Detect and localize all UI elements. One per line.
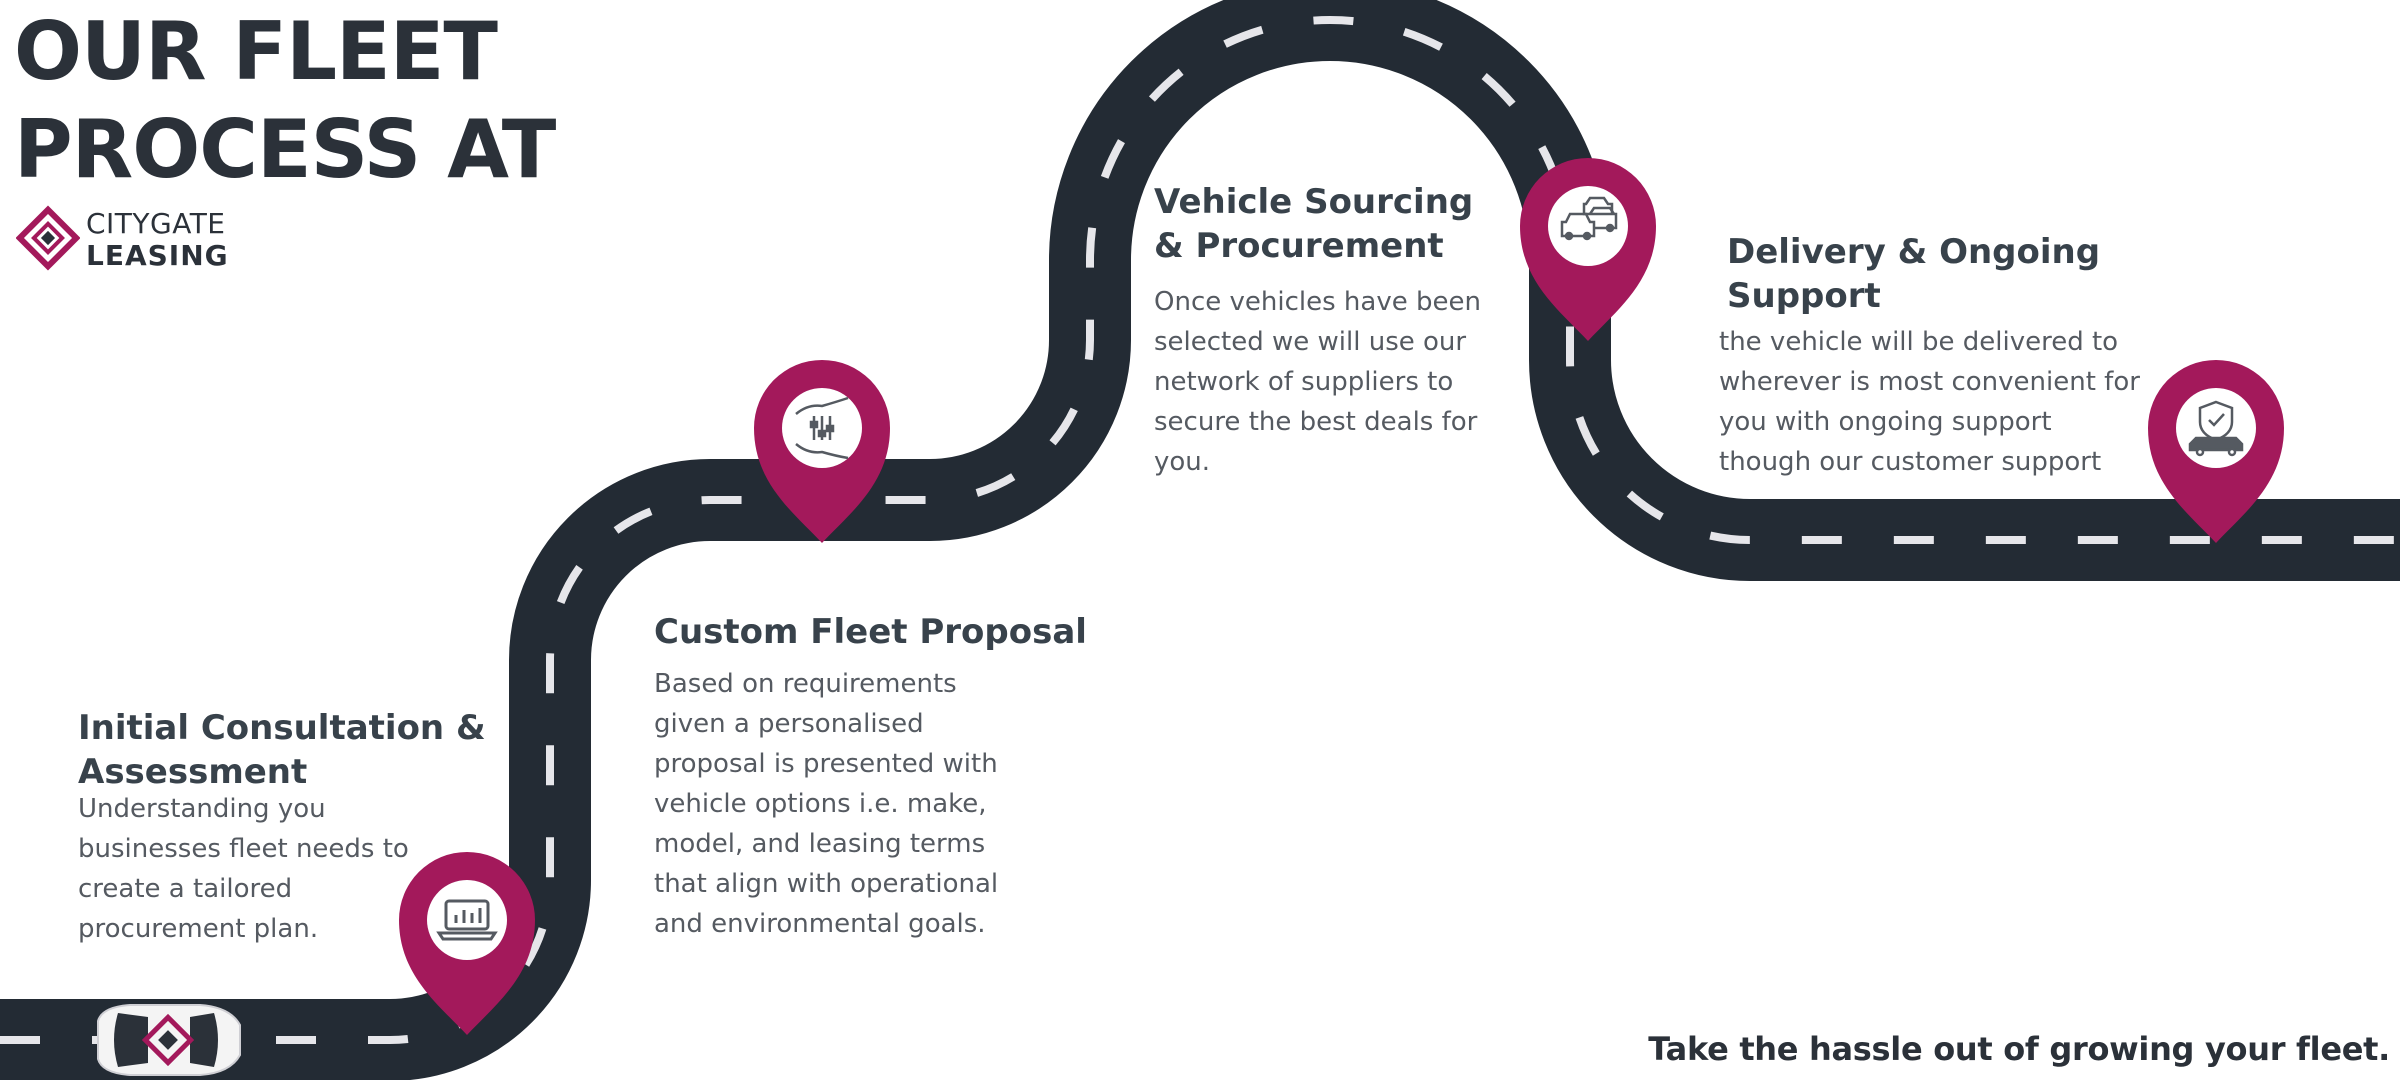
logo-text-bottom: LEASING [86,239,229,272]
laptop-chart-icon [436,899,498,941]
shield-car-icon [2188,400,2244,457]
step-4-text: the vehicle will be delivered to whereve… [1719,327,2140,477]
car-icon [97,1004,241,1076]
map-pin-1 [399,852,535,1035]
page-title-line-1: OUR FLEET [14,5,498,98]
logo-text-top: CITYGATE [86,207,226,240]
step-3-title: Vehicle Sourcing & Procurement [1154,182,1474,266]
step-3-text: Once vehicles have been selected we will… [1154,287,1481,477]
map-pin-4 [2148,360,2284,543]
map-pin-3 [1520,158,1656,341]
step-2-text: Based on requirements given a personalis… [654,669,999,939]
page-title-line-2: PROCESS AT [14,103,556,196]
road-center-dashes [0,15,2400,1044]
step-4-title: Delivery & Ongoing Support [1727,232,2101,316]
hand-sliders-icon [795,396,849,460]
tagline: Take the hassle out of growing your flee… [1648,1030,2390,1068]
logo-mark-icon [15,205,81,271]
step-1-text: Understanding you businesses fleet needs… [78,794,409,944]
step-1-title: Initial Consultation & Assessment [78,708,486,792]
citygate-leasing-logo: CITYGATE LEASING [15,205,229,275]
cars-icon [1560,196,1618,241]
map-pin-2 [754,360,890,543]
step-2-title: Custom Fleet Proposal [654,612,1087,652]
